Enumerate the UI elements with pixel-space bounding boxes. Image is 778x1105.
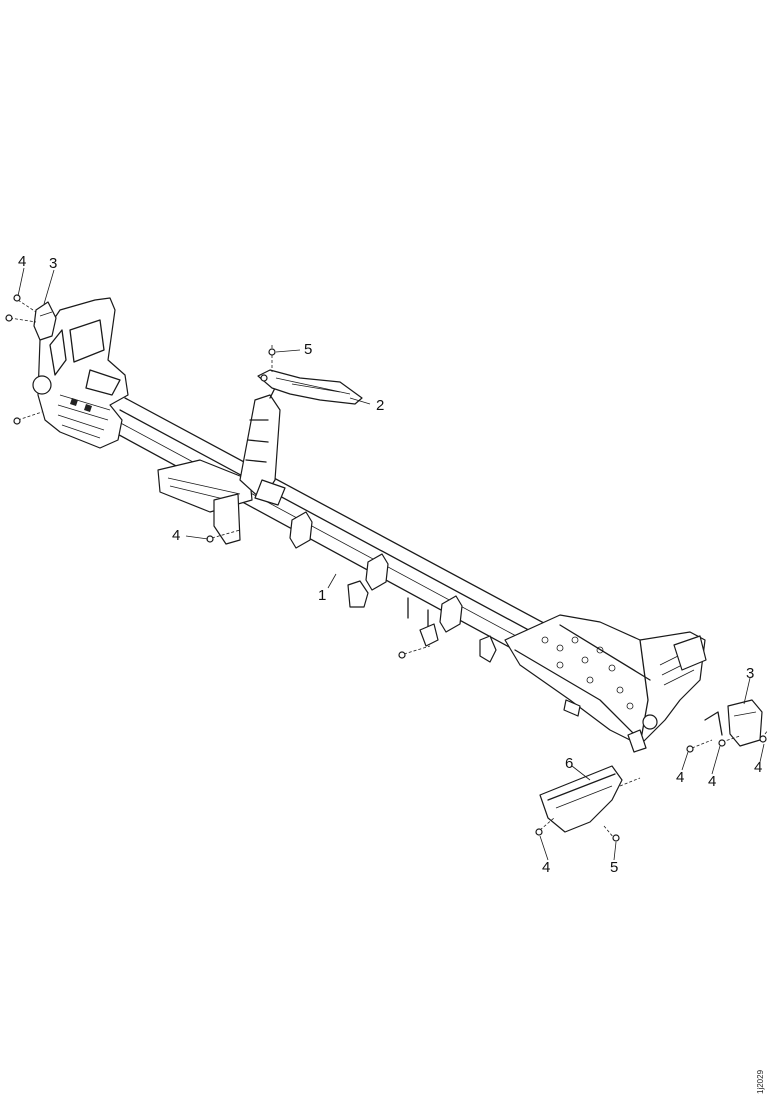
part-3-left-plate [33,301,57,341]
callout-2: 2 [376,397,384,414]
callout-3-top-left: 3 [49,255,57,272]
reference-code: 1j2029 [752,1040,772,1096]
loose-fasteners [206,345,431,659]
right-end-assembly [504,614,707,753]
callout-6: 6 [565,755,573,772]
callout-5-top: 5 [304,341,312,358]
callout-4-bottom: 4 [542,859,550,876]
callout-4-right-c: 4 [754,759,762,776]
callout-4-right-b: 4 [708,773,716,790]
right-bolts [686,729,769,753]
left-bolts [5,294,43,425]
callout-4-top-left: 4 [18,253,26,270]
centre-upright-support [239,381,286,506]
part-2-bracket [257,369,363,405]
reference-code-text: 1j2029 [756,1069,765,1094]
callout-4-right-a: 4 [676,769,684,786]
callout-3-right: 3 [746,665,754,682]
callout-labels: 4 3 5 2 4 1 3 4 4 4 6 4 5 [18,253,762,876]
callout-4-mid-left: 4 [172,527,180,544]
left-end-bracket [32,297,129,449]
callout-1: 1 [318,587,326,604]
callout-5-bottom: 5 [610,859,618,876]
leader-lines [17,267,765,861]
part-3-right-plate [704,699,763,747]
part-6-cover [535,765,641,842]
